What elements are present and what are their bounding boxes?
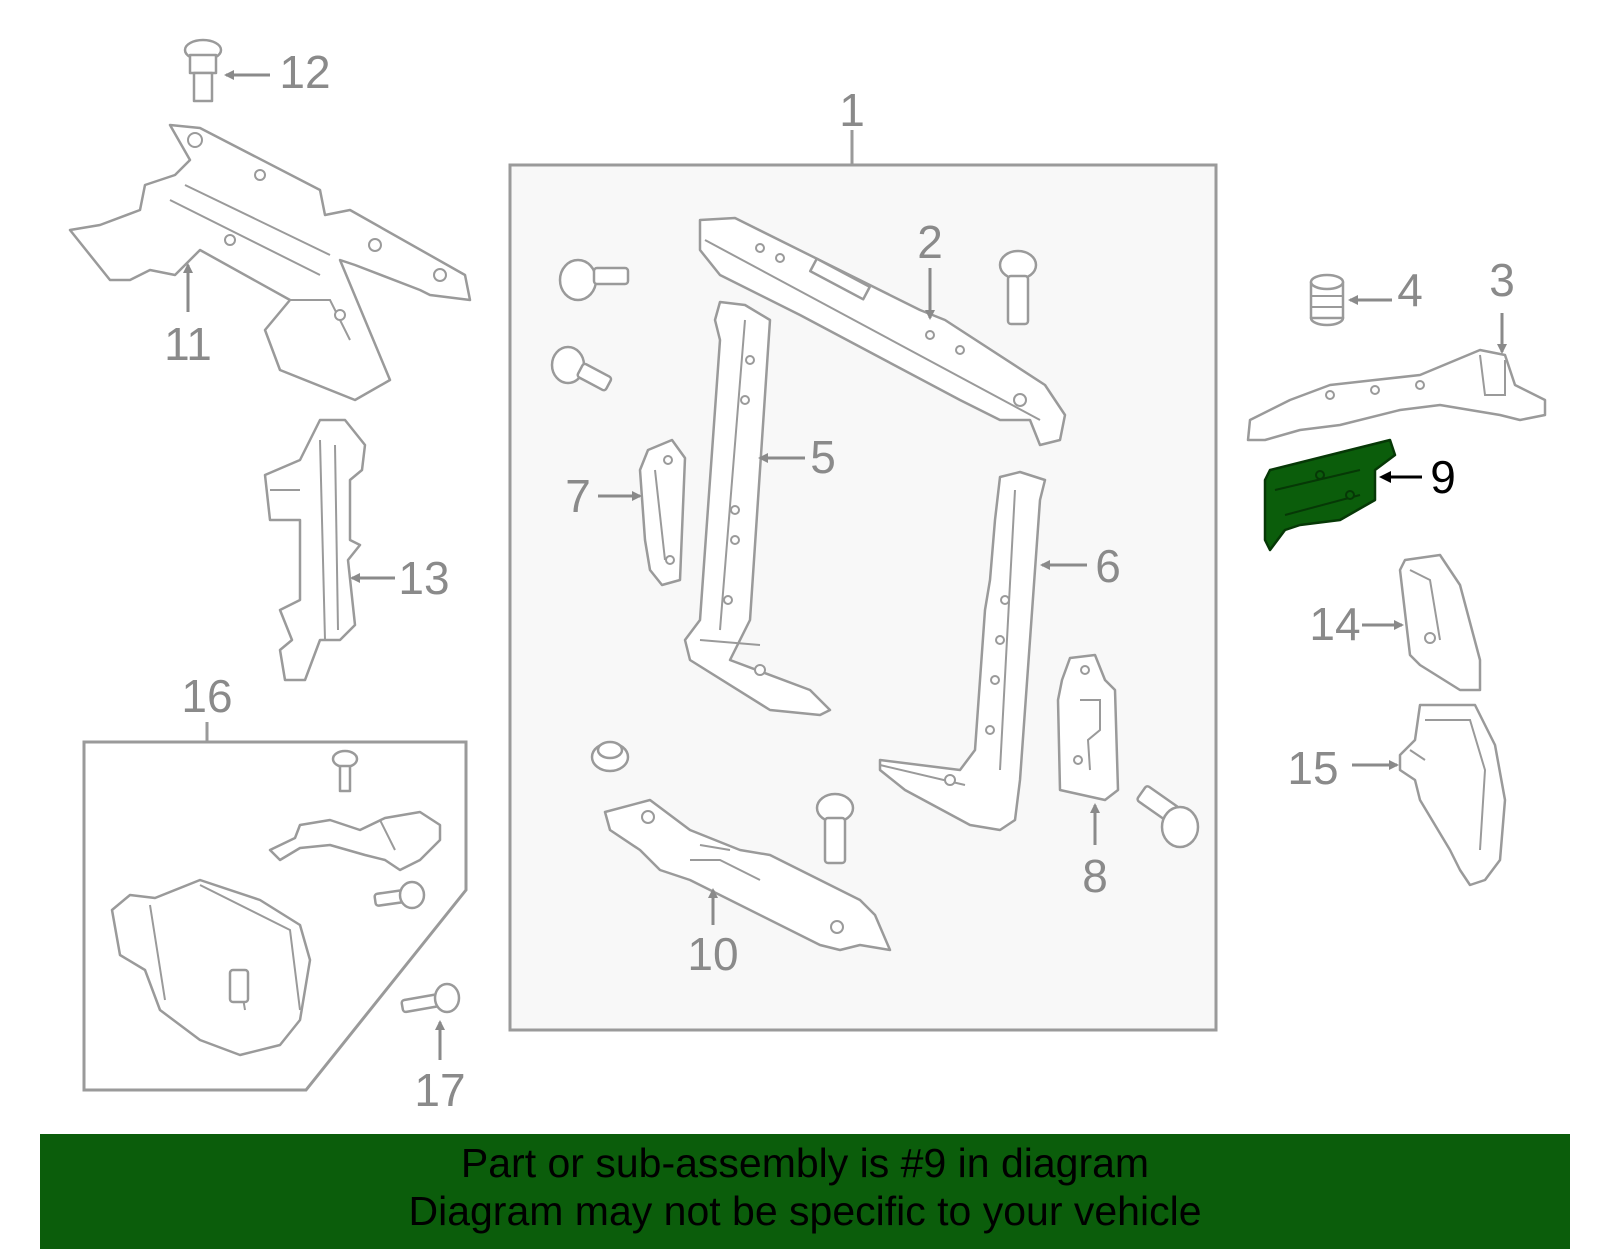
part-9-bracket-highlighted: [1263, 438, 1397, 552]
part-6-right-support: [878, 470, 1047, 832]
callout-15: 15: [1287, 742, 1338, 794]
callout-2: 2: [917, 216, 943, 268]
callout-14: 14: [1309, 598, 1360, 650]
callout-16: 16: [181, 670, 232, 722]
callout-8: 8: [1082, 850, 1108, 902]
part-17-bolt: [400, 982, 461, 1014]
callout-3: 3: [1489, 254, 1515, 306]
part-12-clip: [183, 38, 223, 103]
part-14-bracket: [1398, 553, 1482, 692]
callout-6: 6: [1095, 540, 1121, 592]
banner-line-2: Diagram may not be specific to your vehi…: [408, 1188, 1202, 1234]
part-10-lower-tie-bar: [603, 798, 892, 952]
callout-5: 5: [810, 431, 836, 483]
part-16-bolt: [373, 880, 426, 910]
part-5-left-support: [683, 300, 832, 717]
bolt-mid-left: [550, 345, 613, 392]
callout-9: 9: [1430, 451, 1456, 503]
callout-4: 4: [1397, 264, 1423, 316]
callout-13: 13: [398, 552, 449, 604]
bolt-lower-center: [815, 792, 855, 865]
nut-lower-left: [590, 740, 630, 773]
part-16-radar-sensor: [110, 878, 312, 1057]
bolt-upper-right: [998, 249, 1038, 326]
part-15-air-guide: [1398, 703, 1507, 887]
info-banner: Part or sub-assembly is #9 in diagram Di…: [40, 1134, 1570, 1249]
bolt-lower-right: [1136, 785, 1200, 849]
part-11-upper-tie-bar-bracket: [68, 123, 472, 402]
bolt-upper-left: [558, 258, 630, 302]
part-8-bracket: [1056, 653, 1120, 802]
part-13-side-bracket: [263, 418, 367, 682]
callout-17: 17: [414, 1064, 465, 1116]
part-16-sensor-bracket: [268, 810, 442, 872]
callout-10: 10: [687, 928, 738, 980]
part-3-support-bracket: [1246, 348, 1547, 442]
callout-7: 7: [565, 470, 591, 522]
part-4-cushion: [1309, 273, 1345, 327]
banner-line-1: Part or sub-assembly is #9 in diagram: [460, 1140, 1150, 1186]
callout-1: 1: [839, 84, 865, 136]
callout-11: 11: [164, 318, 212, 370]
callout-12: 12: [279, 46, 330, 98]
part-16-screw: [331, 749, 359, 793]
